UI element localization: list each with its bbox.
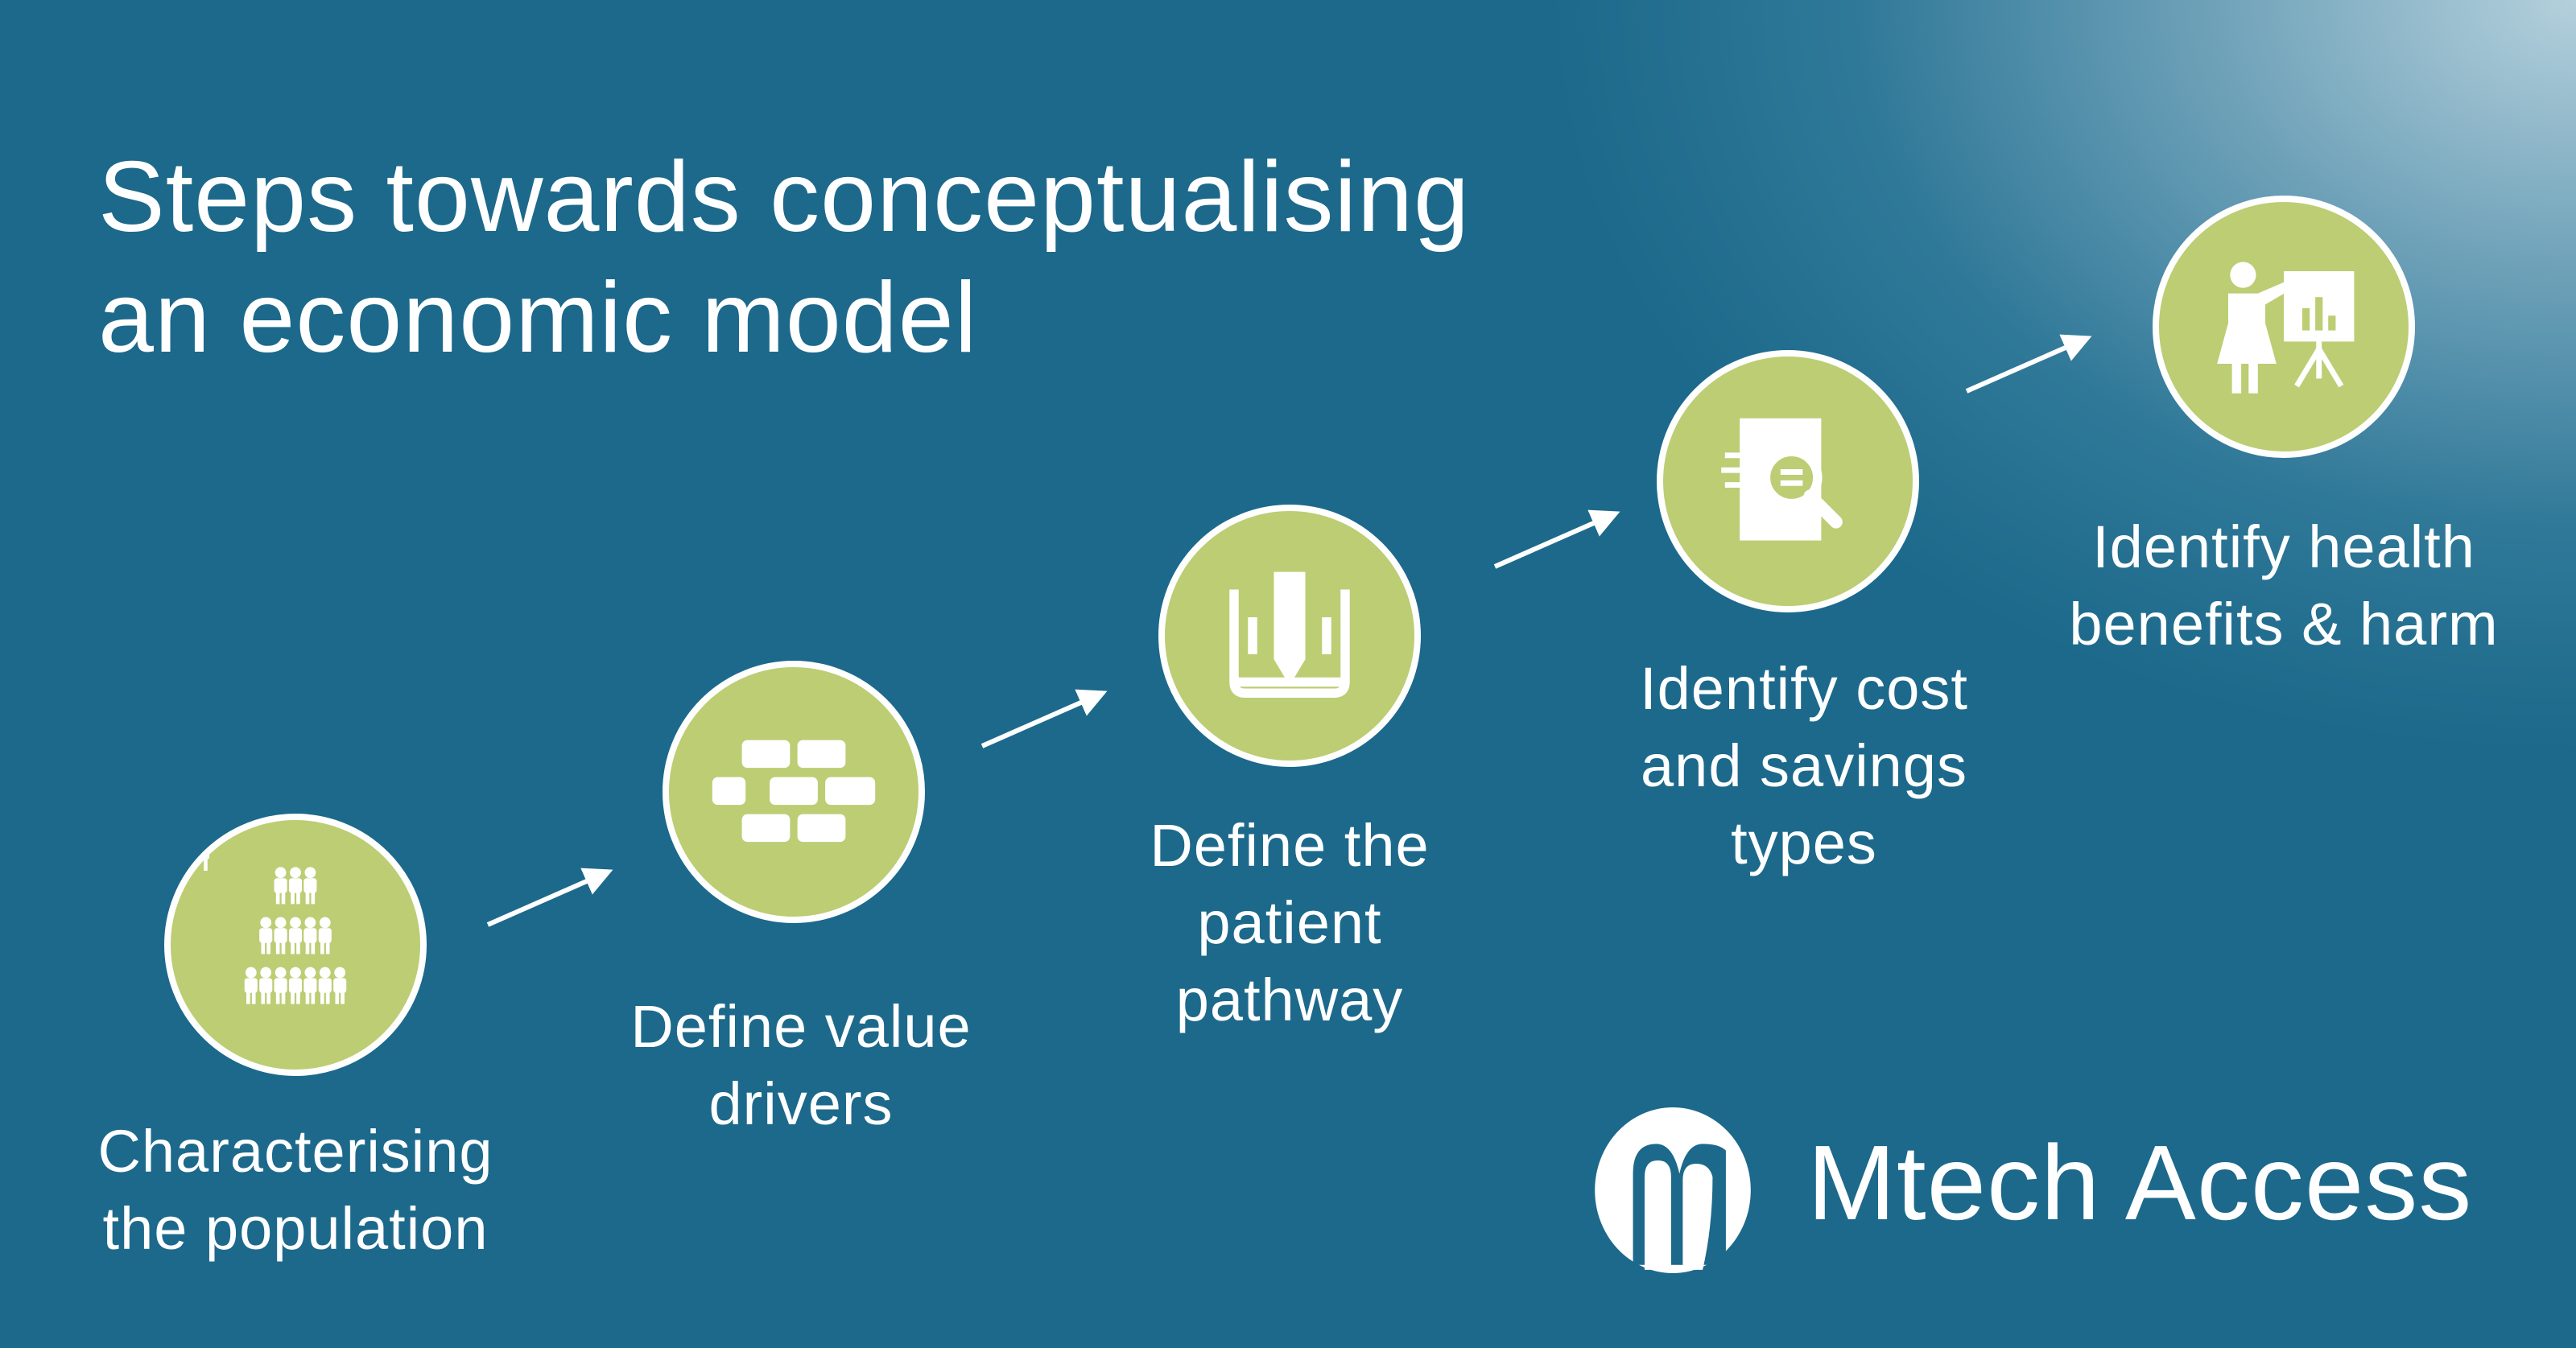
blueprint-pencil-icon [1229, 571, 1350, 699]
label-line: Characterising [97, 1118, 493, 1185]
arrow-4 [1965, 334, 2092, 394]
label-line: Identify health [2092, 513, 2475, 580]
step-3-circle [1158, 505, 1421, 767]
label-line: Define value [630, 993, 972, 1060]
brick-wall-icon [712, 740, 876, 843]
arrow-1 [486, 868, 613, 927]
step-1-circle [164, 814, 427, 1076]
arrow-3 [1493, 509, 1620, 569]
brand-name: Mtech Access [1807, 1123, 2473, 1242]
step-4-circle [1657, 350, 1919, 612]
step-4-label: Identify cost and savings types [1522, 650, 2086, 882]
title-line-1: Steps towards conceptualising [98, 142, 1470, 253]
label-line: Define the [1150, 812, 1430, 879]
step-2-label: Define value drivers [519, 988, 1083, 1143]
label-line: benefits & harm [2069, 591, 2499, 658]
document-search-icon [1721, 418, 1843, 541]
presentation-icon [2217, 262, 2355, 394]
label-line: and savings [1641, 732, 1967, 799]
step-2-circle [663, 661, 925, 923]
arrow-2 [980, 689, 1108, 748]
title-line-2: an economic model [98, 262, 978, 373]
step-3-label: Define the patient pathway [1008, 807, 1571, 1039]
label-line: the population [102, 1195, 489, 1262]
step-5-label: Identify health benefits & harm [2002, 509, 2566, 663]
label-line: pathway [1175, 967, 1404, 1033]
page-title: Steps towards conceptualising an economi… [98, 137, 1470, 378]
label-line: drivers [708, 1070, 894, 1137]
step-5-circle [2153, 196, 2415, 458]
label-line: types [1731, 810, 1877, 876]
population-pyramid-icon [203, 852, 347, 1004]
label-line: Identify cost [1640, 655, 1968, 722]
step-1-label: Characterising the population [14, 1113, 577, 1268]
label-line: patient [1197, 889, 1382, 956]
mtech-logo-icon [1595, 1107, 1751, 1273]
